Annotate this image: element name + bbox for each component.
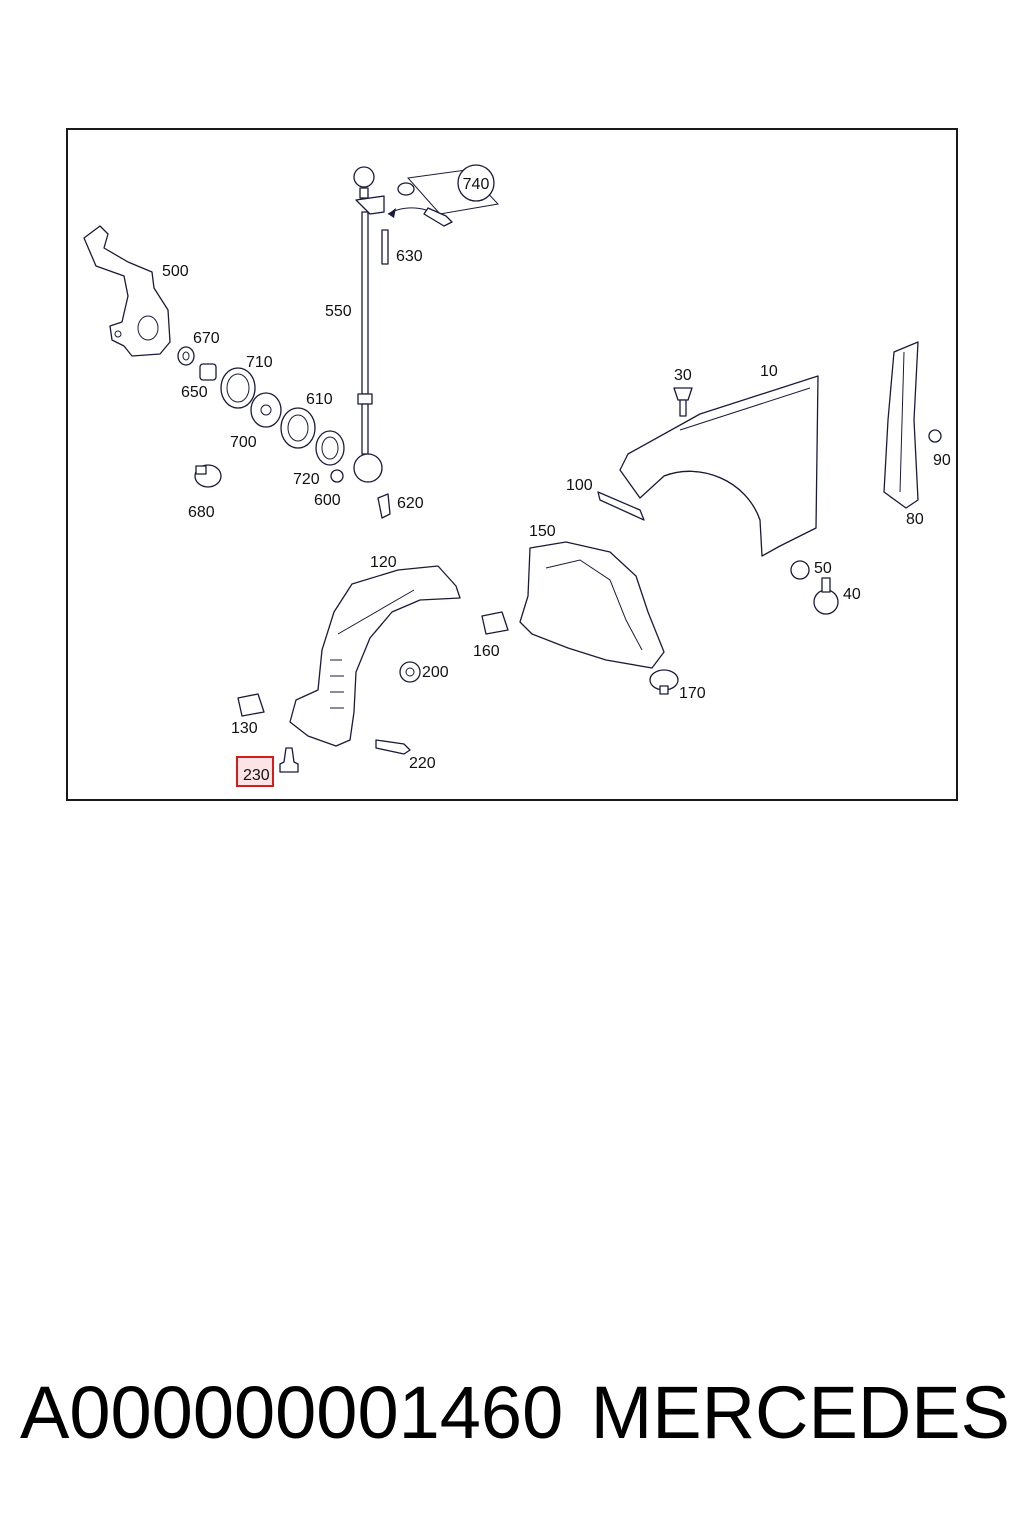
brand-name: MERCEDES	[590, 1371, 1010, 1454]
callout-680[interactable]: 680	[188, 504, 215, 521]
callout-30[interactable]: 30	[674, 367, 692, 384]
callout-80[interactable]: 80	[906, 511, 924, 528]
part-10-fender[interactable]	[619, 375, 819, 557]
part-30-screw[interactable]	[673, 387, 693, 417]
part-40-bolt[interactable]	[813, 577, 839, 615]
callout-700[interactable]: 700	[230, 434, 257, 451]
callout-610[interactable]: 610	[306, 391, 333, 408]
callout-130[interactable]: 130	[231, 720, 258, 737]
part-500-bracket[interactable]	[83, 225, 171, 357]
part-150-liner[interactable]	[519, 541, 665, 669]
part-620[interactable]	[377, 493, 391, 519]
callout-720[interactable]: 720	[293, 471, 320, 488]
callout-500[interactable]: 500	[162, 263, 189, 280]
part-610[interactable]	[280, 407, 316, 449]
part-50-nut[interactable]	[790, 560, 810, 580]
part-650[interactable]	[199, 363, 217, 381]
part-230-screw[interactable]	[279, 747, 299, 773]
part-100-strip[interactable]	[597, 491, 645, 521]
callout-670[interactable]: 670	[193, 330, 220, 347]
callout-40[interactable]: 40	[843, 586, 861, 603]
part-710[interactable]	[220, 367, 256, 409]
part-160-clip[interactable]	[481, 611, 509, 635]
part-680[interactable]	[194, 464, 222, 488]
part-720[interactable]	[315, 430, 345, 466]
part-550-rod[interactable]	[353, 166, 389, 483]
caption: A000000001460 MERCEDES	[20, 1370, 1010, 1455]
callout-600[interactable]: 600	[314, 492, 341, 509]
callout-710[interactable]: 710	[246, 354, 273, 371]
highlight-box-230	[236, 756, 274, 787]
part-number: A000000001460	[20, 1371, 564, 1454]
part-80-pillar[interactable]	[883, 341, 919, 509]
part-120-liner[interactable]	[289, 565, 461, 747]
parts-diagram: 740 630 500 550 670 710 650 610 700 720 …	[83, 164, 951, 787]
diagram-frame	[66, 128, 958, 801]
part-220-rivet[interactable]	[375, 739, 411, 755]
part-130-clip[interactable]	[237, 693, 265, 717]
callout-120[interactable]: 120	[370, 554, 397, 571]
callout-160[interactable]: 160	[473, 643, 500, 660]
callout-150[interactable]: 150	[529, 523, 556, 540]
part-670[interactable]	[177, 346, 195, 366]
callout-170[interactable]: 170	[679, 685, 706, 702]
callout-230[interactable]: 230	[243, 767, 270, 784]
part-90-clip[interactable]	[928, 429, 942, 443]
callout-220[interactable]: 220	[409, 755, 436, 772]
part-200-clip[interactable]	[399, 661, 421, 683]
part-600[interactable]	[330, 469, 344, 483]
callout-650[interactable]: 650	[181, 384, 208, 401]
part-700[interactable]	[250, 392, 282, 428]
callout-550[interactable]: 550	[325, 303, 352, 320]
callout-740[interactable]: 740	[463, 176, 490, 193]
part-740-kit[interactable]	[387, 164, 500, 227]
callout-100[interactable]: 100	[566, 477, 593, 494]
callout-200[interactable]: 200	[422, 664, 449, 681]
callout-50[interactable]: 50	[814, 560, 832, 577]
part-170-clip[interactable]	[649, 669, 679, 695]
callout-10[interactable]: 10	[760, 363, 778, 380]
callout-90[interactable]: 90	[933, 452, 951, 469]
callout-630[interactable]: 630	[396, 248, 423, 265]
callout-620[interactable]: 620	[397, 495, 424, 512]
